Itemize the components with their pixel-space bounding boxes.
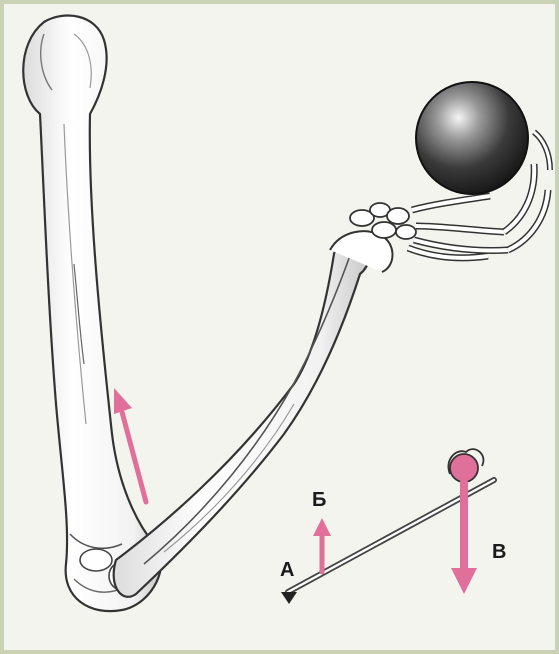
humerus-bone bbox=[23, 16, 161, 612]
point-label-a: А bbox=[280, 560, 294, 580]
ball bbox=[416, 82, 528, 194]
arm-lever-illustration bbox=[4, 4, 555, 650]
arrow-up-icon bbox=[313, 518, 331, 572]
triangle-fulcrum-icon bbox=[281, 592, 297, 604]
forearm-bones bbox=[114, 231, 393, 597]
point-label-b: Б bbox=[312, 490, 326, 510]
lever-weight bbox=[450, 454, 478, 482]
point-label-v: В bbox=[492, 542, 506, 562]
